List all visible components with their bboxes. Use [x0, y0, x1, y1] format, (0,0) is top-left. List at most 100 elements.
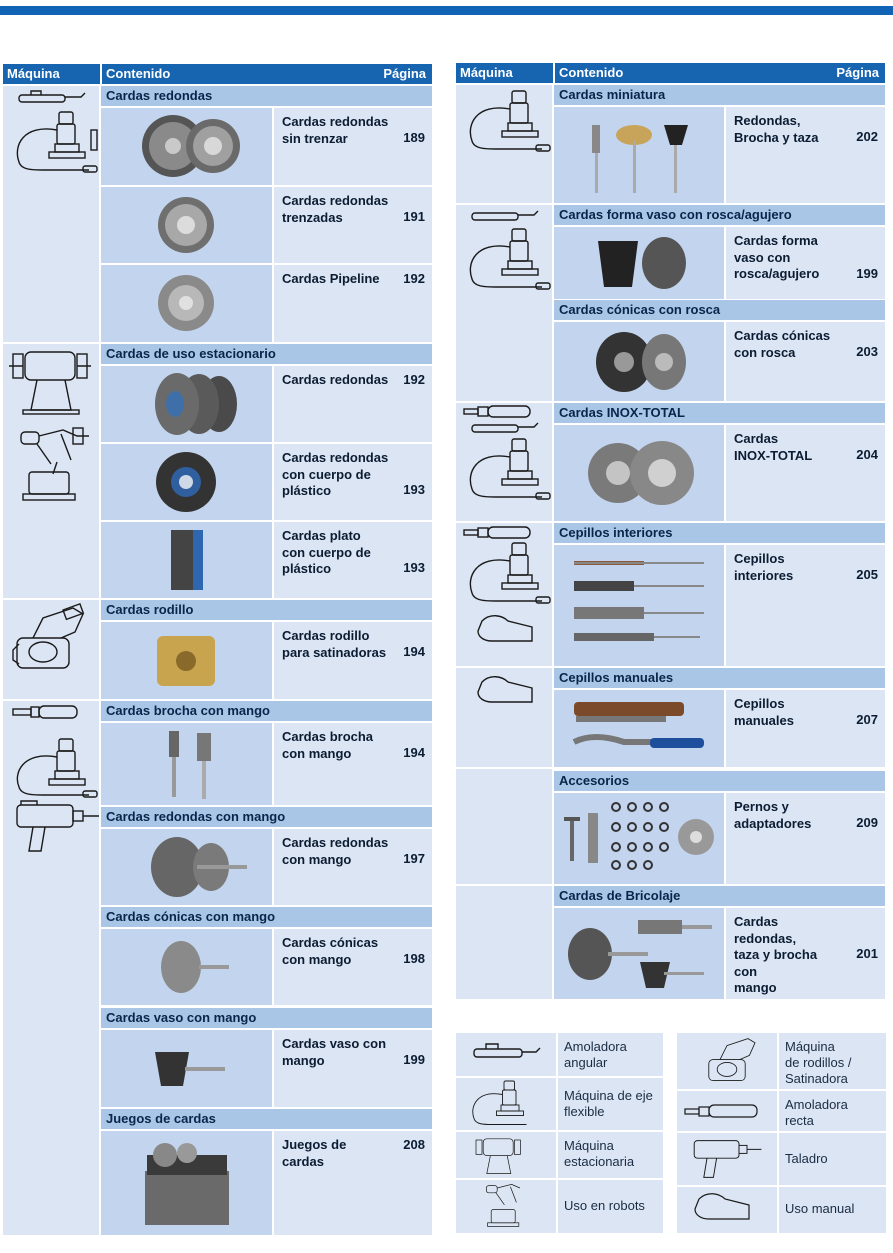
product-row: Cepillos interiores 205 [726, 545, 885, 666]
product-image [554, 227, 724, 299]
header-page: Página [383, 66, 426, 81]
page-number: 204 [856, 447, 878, 462]
product-name: Cardas redondas, taza y brocha con mango [734, 914, 818, 995]
product-row: Juegos de cardas 208 [274, 1131, 432, 1235]
stationary-wheels-image [155, 373, 237, 435]
product-name: Cepillos interiores [734, 551, 794, 583]
product-name: Cardas redondas con cuerpo de plástico [282, 450, 389, 498]
angle-grinder-icon [473, 1043, 541, 1058]
pipeline-wheel-image [158, 275, 214, 331]
product-name: Cardas cónicas con mango [282, 935, 379, 967]
product-row: Cepillos manuales 207 [726, 690, 885, 767]
product-row: Cardas redondas sin trenzar 189 [274, 108, 432, 185]
product-name: Cardas rodillo para satinadoras [282, 628, 387, 660]
wire-wheel-images [142, 115, 240, 177]
page-number: 194 [403, 745, 425, 760]
page-number: 199 [403, 1052, 425, 1067]
page-number: 197 [403, 851, 425, 866]
page-number: 199 [856, 266, 878, 281]
product-image [101, 1131, 272, 1235]
product-row: Redondas, Brocha y taza 202 [726, 107, 885, 203]
header-machine: Máquina [460, 65, 513, 80]
threaded-cup-brushes-image [598, 237, 686, 289]
legend-label: Máquina de eje flexible [558, 1078, 663, 1130]
product-name: Cardas redondas sin trenzar [282, 114, 389, 146]
miniature-brushes-image [592, 125, 688, 193]
angle-grinder-icon [16, 90, 98, 173]
product-image [101, 265, 272, 342]
header-machine: Máquina [7, 66, 60, 81]
product-image [101, 108, 272, 185]
header-page: Página [836, 65, 879, 80]
legend-icon-cell [677, 1091, 777, 1131]
machine-icons [469, 210, 551, 290]
product-row: Cardas redondas con cuerpo de plástico 1… [274, 444, 432, 520]
section-title: Cardas de uso estacionario [101, 344, 432, 364]
diy-brushes-image [568, 920, 712, 988]
product-row: Cardas redondas con mango 197 [274, 829, 432, 905]
product-row: Cardas rodillo para satinadoras 194 [274, 622, 432, 699]
section-title: Cardas redondas con mango [101, 807, 432, 827]
section-title: Cardas de Bricolaje [554, 886, 885, 906]
roller-satin-machine-icon [708, 1038, 756, 1082]
machine-cell [456, 886, 552, 999]
hand-icon [477, 676, 533, 703]
legend-icon-cell [456, 1033, 556, 1076]
machine-cell [3, 344, 99, 598]
machine-cell [3, 600, 99, 699]
product-row: Cardas vaso con mango 199 [274, 1030, 432, 1107]
product-name: Cardas forma vaso con rosca/agujero [734, 233, 820, 281]
page-number: 193 [403, 560, 425, 575]
product-row: Cardas forma vaso con rosca/agujero 199 [726, 227, 885, 299]
section-title: Cardas miniatura [554, 85, 885, 105]
interior-brushes-image [574, 561, 704, 641]
product-image [101, 1030, 272, 1107]
product-image [554, 107, 724, 203]
drill-icon [693, 1140, 762, 1178]
product-name: Cardas redondas [282, 372, 389, 387]
inox-total-brushes-image [588, 441, 694, 505]
section-title: Cardas vaso con mango [101, 1008, 432, 1028]
header-bar-left: Máquina Contenido Página [3, 64, 432, 84]
machine-cell [456, 523, 552, 666]
page-number: 202 [856, 129, 878, 144]
product-row: Cardas INOX-TOTAL 204 [726, 425, 885, 521]
flexible-shaft-machine-icon [472, 1080, 527, 1125]
product-image [101, 522, 272, 598]
product-row: Cardas brocha con mango 194 [274, 723, 432, 805]
wheel-with-shank-image [151, 837, 247, 897]
product-row: Pernos y adaptadores 209 [726, 793, 885, 884]
product-name: Redondas, Brocha y taza [734, 113, 819, 145]
legend-icon-cell [456, 1078, 556, 1130]
section-title: Cardas forma vaso con rosca/agujero [554, 205, 885, 225]
legend-icon-cell [456, 1132, 556, 1178]
header-bar-right: Máquina Contenido Página [456, 63, 885, 83]
machine-cell [456, 668, 552, 767]
page-number: 193 [403, 482, 425, 497]
section-title: Cardas brocha con mango [101, 701, 432, 721]
section-title: Juegos de cardas [101, 1109, 432, 1129]
legend-label: Amoladora recta [779, 1091, 886, 1131]
product-image [101, 187, 272, 263]
product-row: Cardas cónicas con rosca 203 [726, 322, 885, 401]
page-number: 208 [403, 1137, 425, 1152]
product-row: Cardas redondas 192 [274, 366, 432, 442]
machine-icons [463, 526, 551, 642]
page-number: 192 [403, 372, 425, 387]
conical-shank-image [161, 941, 229, 993]
page-number: 203 [856, 344, 878, 359]
straight-grinder-icon [684, 1104, 758, 1118]
accessories-image [564, 802, 714, 870]
page-number: 209 [856, 815, 878, 830]
machine-cell [456, 769, 552, 884]
machine-cell [3, 701, 99, 1235]
product-image [554, 545, 724, 666]
product-image [101, 366, 272, 442]
product-row: Cardas cónicas con mango 198 [274, 929, 432, 1005]
machine-cell [456, 403, 552, 521]
product-name: Cardas brocha con mango [282, 729, 374, 761]
product-image [554, 690, 724, 767]
product-image [554, 425, 724, 521]
product-name: Juegos de cardas [282, 1137, 347, 1169]
legend-label: Taladro [779, 1133, 886, 1185]
